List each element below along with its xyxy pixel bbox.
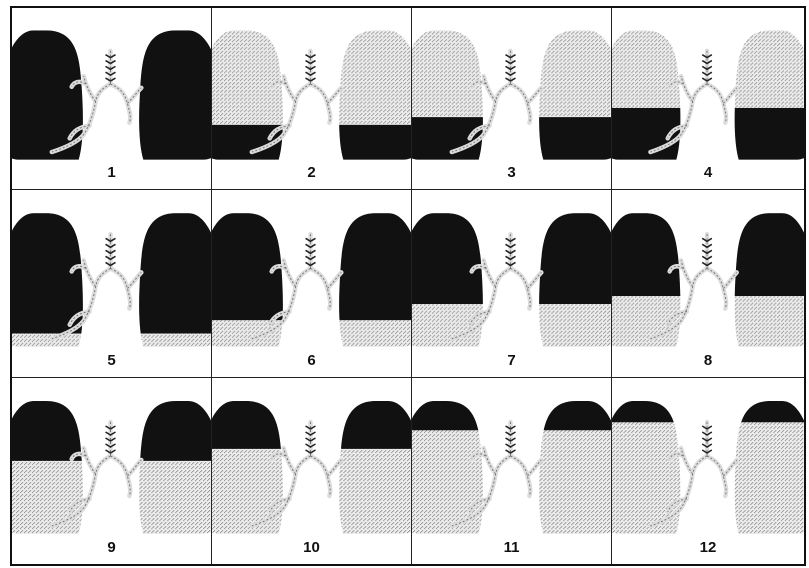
panel-number: 4	[612, 164, 804, 181]
panel-number: 8	[612, 352, 804, 369]
panel-2: 2	[212, 8, 412, 190]
lung-figure-icon	[412, 190, 611, 377]
right-lung-dark	[139, 213, 211, 347]
panel-10: 10	[212, 378, 412, 564]
lung-figure-icon	[412, 378, 611, 564]
panel-number: 1	[12, 164, 211, 181]
panel-7: 7	[412, 190, 612, 378]
panel-number: 12	[612, 539, 804, 556]
left-lung-dark	[12, 213, 83, 347]
lung-figure-icon	[12, 190, 211, 377]
panel-6: 6	[212, 190, 412, 378]
panel-number: 7	[412, 352, 611, 369]
lung-figure-icon	[612, 8, 804, 189]
panel-number: 3	[412, 164, 611, 181]
lung-figure-icon	[212, 190, 411, 377]
panel-5: 5	[12, 190, 212, 378]
panel-number: 2	[212, 164, 411, 181]
lung-figure-icon	[612, 190, 804, 377]
panel-11: 11	[412, 378, 612, 564]
lung-diagram-grid: 1 2 3 4 5 6 7 8 9 10 11 12	[10, 6, 806, 566]
panel-number: 5	[12, 352, 211, 369]
lung-figure-icon	[212, 8, 411, 189]
lung-figure-icon	[12, 8, 211, 189]
lung-figure-icon	[12, 378, 211, 564]
lung-figure-icon	[412, 8, 611, 189]
panel-8: 8	[612, 190, 804, 378]
panel-number: 10	[212, 539, 411, 556]
panel-number: 11	[412, 539, 611, 556]
lung-figure-icon	[612, 378, 804, 564]
panel-1: 1	[12, 8, 212, 190]
panel-3: 3	[412, 8, 612, 190]
panel-4: 4	[612, 8, 804, 190]
panel-12: 12	[612, 378, 804, 564]
panel-9: 9	[12, 378, 212, 564]
right-lung-dark	[139, 30, 211, 159]
lung-figure-icon	[212, 378, 411, 564]
panel-number: 9	[12, 539, 211, 556]
panel-number: 6	[212, 352, 411, 369]
left-lung-dark	[12, 30, 83, 159]
